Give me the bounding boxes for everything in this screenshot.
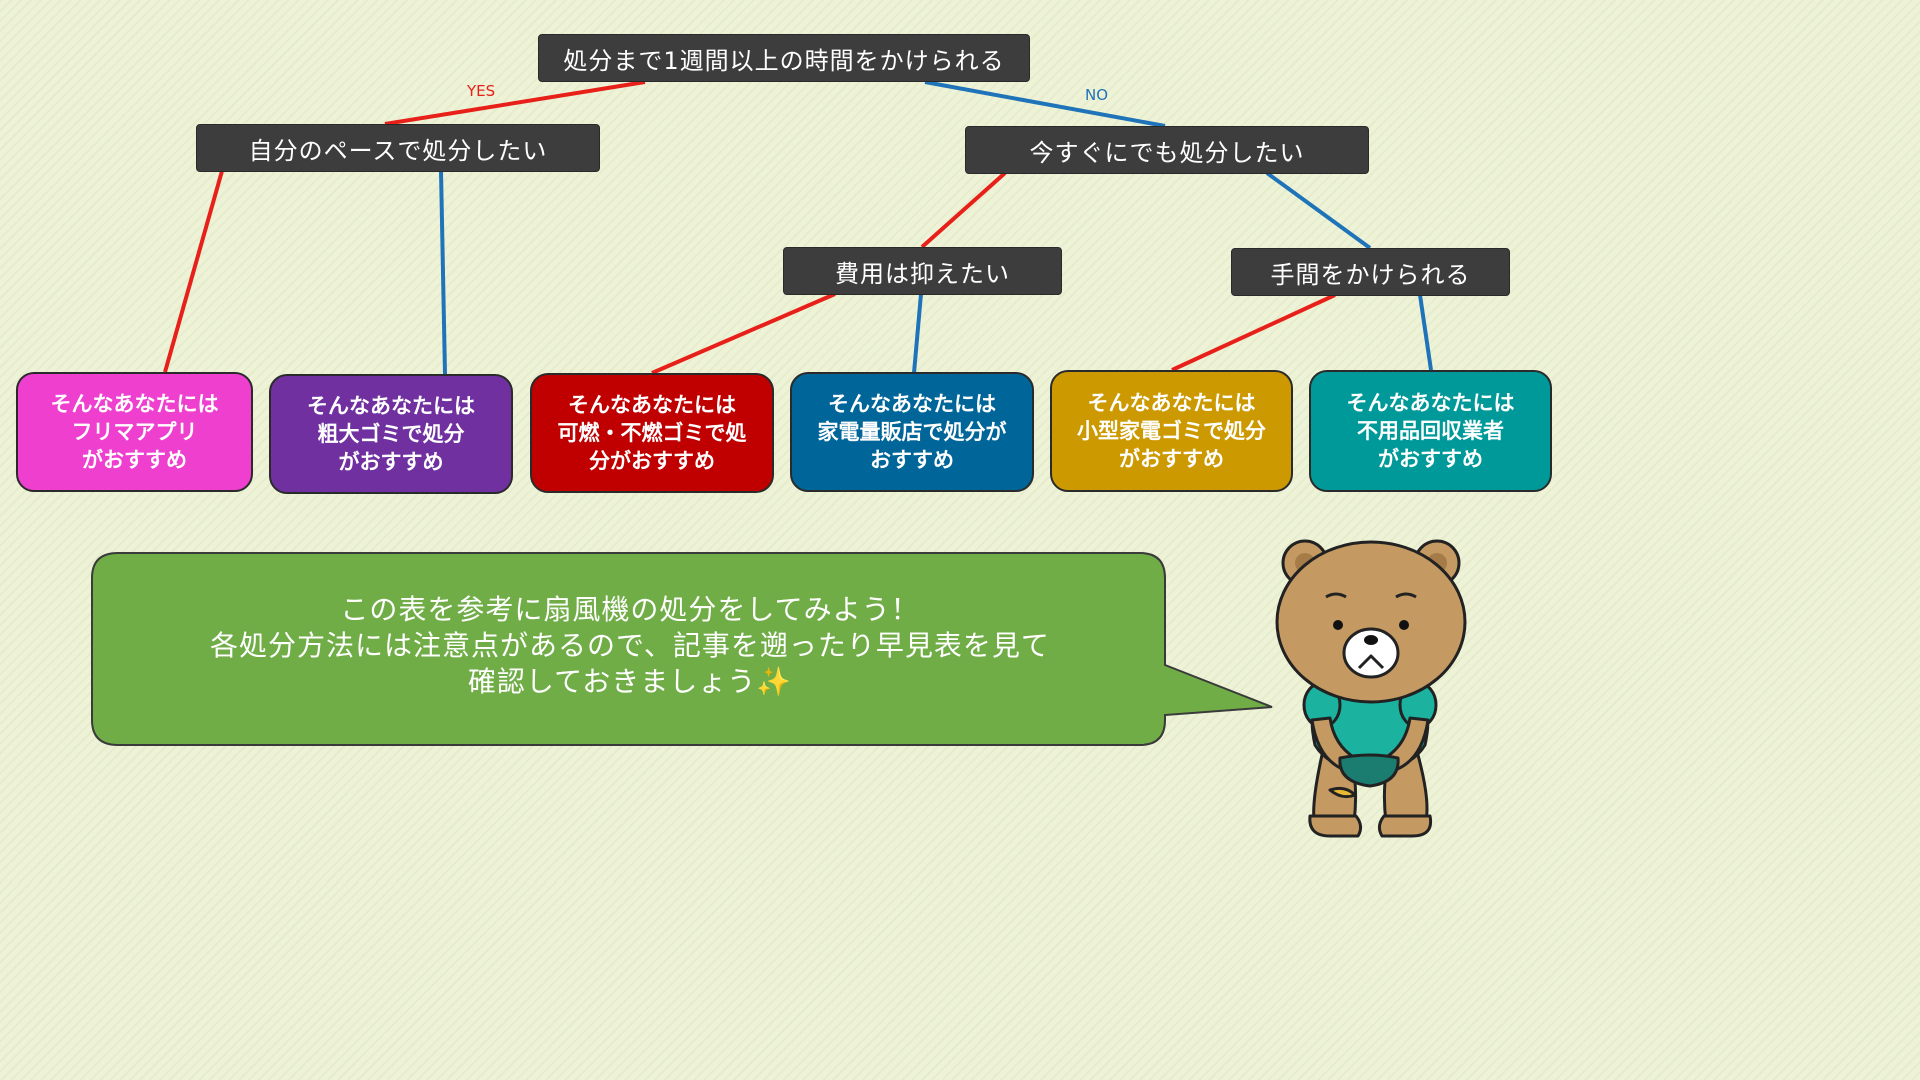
result-line: そんなあなたには — [307, 394, 475, 418]
no-label: NO — [1085, 86, 1109, 104]
result-line: 家電量販店で処分が — [817, 420, 1007, 444]
result-line: がおすすめ — [338, 450, 444, 474]
result-line: 分がおすすめ — [589, 449, 715, 473]
result-line: おすすめ — [870, 448, 954, 472]
result-junk-removal-service: そんなあなたには不用品回収業者がおすすめ — [1309, 370, 1552, 492]
result-small-appliance-garbage: そんなあなたには小型家電ゴミで処分がおすすめ — [1050, 370, 1293, 492]
connector-cost-no — [912, 293, 923, 374]
result-line: フリマアプリ — [71, 420, 198, 444]
result-flea-market-app: そんなあなたにはフリマアプリがおすすめ — [16, 372, 253, 492]
connector-left-no — [439, 170, 447, 375]
bubble-line: 確認しておきましょう✨ — [467, 665, 793, 698]
question-low-cost: 費用は抑えたい — [783, 247, 1062, 295]
result-electronics-store: そんなあなたには家電量販店で処分がおすすめ — [790, 372, 1034, 492]
result-oversized-garbage: そんなあなたには粗大ゴミで処分がおすすめ — [269, 374, 513, 494]
result-line: そんなあなたには — [568, 393, 736, 417]
result-line: そんなあなたには — [50, 392, 219, 416]
result-burnable-garbage: そんなあなたには可燃・不燃ゴミで処分がおすすめ — [530, 373, 774, 493]
bubble-line: この表を参考に扇風機の処分をしてみよう！ — [340, 593, 920, 626]
question-right-away: 今すぐにでも処分したい — [965, 126, 1369, 174]
result-line: そんなあなたには — [1346, 391, 1515, 415]
question-own-pace: 自分のペースで処分したい — [196, 124, 600, 172]
connector-effort-yes — [1171, 293, 1336, 372]
result-line: 粗大ゴミで処分 — [317, 422, 465, 446]
result-line: がおすすめ — [1119, 447, 1224, 471]
connector-root-no — [924, 80, 1166, 128]
bubble-line: 各処分方法には注意点があるので、記事を遡ったり早見表を見て — [210, 629, 1050, 662]
result-line: 小型家電ゴミで処分 — [1077, 419, 1266, 443]
bear-mascot — [1275, 539, 1467, 838]
flowchart: YES NO 処分まで1週間以上の時間をかけられる 自分のペースで処分したい 今… — [16, 34, 1552, 838]
connector-right-yes — [920, 171, 1007, 249]
bubble-message: この表を参考に扇風機の処分をしてみよう！ 各処分方法には注意点があるので、記事を… — [150, 592, 1110, 700]
result-line: がおすすめ — [1378, 447, 1483, 471]
connector-root-yes — [384, 80, 646, 126]
root-question: 処分まで1週間以上の時間をかけられる — [538, 34, 1030, 82]
result-line: 可燃・不燃ゴミで処 — [557, 421, 747, 445]
connector-cost-yes — [651, 292, 836, 375]
question-can-take-effort: 手間をかけられる — [1231, 248, 1510, 296]
connector-right-no — [1265, 171, 1372, 250]
result-line: 不用品回収業者 — [1357, 419, 1504, 443]
connector-lines — [91, 80, 1467, 838]
result-line: そんなあなたには — [828, 392, 996, 416]
result-line: がおすすめ — [82, 448, 187, 472]
yes-label: YES — [467, 82, 496, 100]
speech-bubble — [91, 552, 1273, 746]
connector-effort-no — [1418, 294, 1433, 371]
result-line: そんなあなたには — [1087, 391, 1256, 415]
connector-left-yes — [163, 170, 224, 373]
